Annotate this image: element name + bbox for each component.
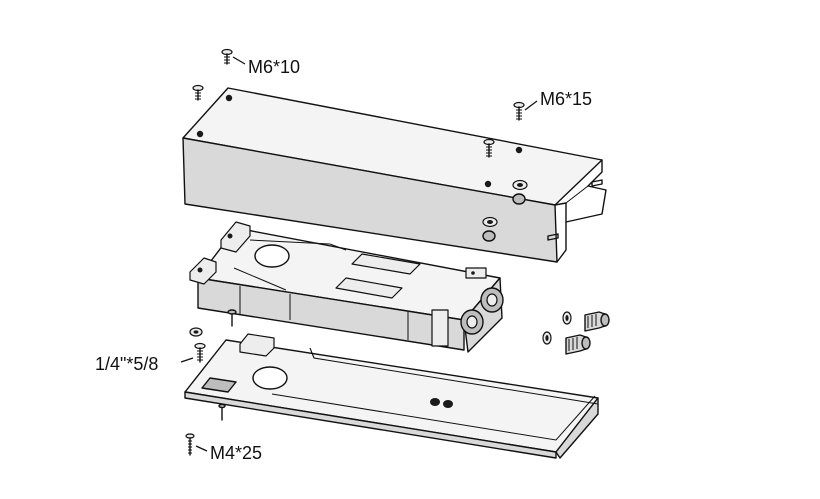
leader-m6-15 <box>524 100 538 111</box>
leader-quarter-inch <box>180 357 194 363</box>
label-m6-15: M6*15 <box>540 89 592 109</box>
screw-m6-mid-icon <box>483 138 495 158</box>
adjusting-bolts <box>542 311 610 355</box>
label-m4-25: M4*25 <box>210 443 262 463</box>
top-cover <box>182 87 607 263</box>
base-plate <box>184 333 599 459</box>
leader-m6-10 <box>232 56 246 65</box>
label-m6-10: M6*10 <box>248 57 300 77</box>
washer-quarter-inch-icon <box>189 327 203 337</box>
leader-m4-25 <box>195 445 208 452</box>
screw-m6-left-icon <box>192 84 204 101</box>
closer-mechanism-body <box>189 221 504 353</box>
label-quarter-inch: 1/4"*5/8 <box>95 354 158 374</box>
screw-m6-10-icon <box>221 48 233 65</box>
screw-m6-15-icon <box>513 101 525 121</box>
screw-m4-25-icon <box>185 433 195 456</box>
screw-quarter-inch-icon <box>194 342 206 363</box>
